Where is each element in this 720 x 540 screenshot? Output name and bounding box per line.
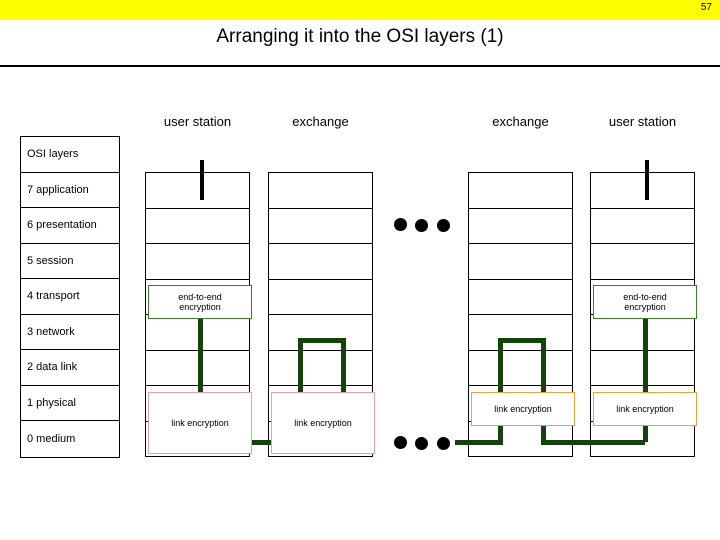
- legend-item-4-transport: 4 transport: [21, 279, 119, 315]
- column-header-exchange-left: exchange: [292, 114, 349, 129]
- osi-layers-legend: OSI layers 7 application 6 presentation …: [20, 136, 120, 458]
- link-path-left-station-vertical: [198, 330, 203, 442]
- cell-layer-4: [269, 280, 372, 315]
- column-header-exchange-right: exchange: [492, 114, 549, 129]
- cell-layer-5: [269, 244, 372, 280]
- page-title: Arranging it into the OSI layers (1): [216, 26, 504, 47]
- e2e-left-line1: end-to-end: [178, 291, 222, 302]
- legend-item-5-session: 5 session: [21, 244, 119, 279]
- cell-layer-3: [269, 315, 372, 351]
- slide-number: 57: [700, 2, 712, 13]
- cell-layer-3: [469, 315, 572, 351]
- ellipsis-dot-upper-3: [437, 219, 450, 232]
- cell-layer-6: [469, 209, 572, 244]
- cell-layer-3: [146, 315, 249, 351]
- cell-layer-7: [146, 173, 249, 209]
- application-stub-right: [645, 160, 649, 200]
- cell-layer-2: [269, 351, 372, 386]
- e2e-right-line1: end-to-end: [623, 291, 667, 302]
- cell-layer-2: [146, 351, 249, 386]
- legend-item-1-physical: 1 physical: [21, 386, 119, 421]
- legend-item-6-presentation: 6 presentation: [21, 208, 119, 244]
- link-path-exchange-right-top: [498, 338, 546, 343]
- link-path-right-station-vertical: [643, 330, 648, 442]
- link-path-exchange-right-bottom-left: [455, 440, 503, 445]
- column-header-user-station-left: user station: [163, 114, 232, 129]
- ellipsis-dot-upper-1: [394, 218, 407, 231]
- link-path-exchange-right-down-2: [541, 338, 546, 442]
- e2e-right-line2: encryption: [624, 302, 666, 312]
- cell-layer-7: [269, 173, 372, 209]
- end-to-end-encryption-label-left: end-to-end encryption: [148, 285, 252, 319]
- legend-item-3-network: 3 network: [21, 315, 119, 350]
- end-to-end-encryption-label-right: end-to-end encryption: [593, 285, 697, 319]
- cell-layer-5: [591, 244, 694, 280]
- link-encryption-label-1: link encryption: [148, 392, 252, 454]
- cell-layer-6: [269, 209, 372, 244]
- cell-layer-6: [146, 209, 249, 244]
- legend-header: OSI layers: [21, 137, 119, 173]
- legend-item-7-application: 7 application: [21, 173, 119, 208]
- stack-exchange-left: [268, 172, 373, 457]
- cell-layer-3: [591, 315, 694, 351]
- link-encryption-label-4: link encryption: [593, 392, 697, 426]
- link-path-exchange-right-bottom-right: [541, 440, 645, 445]
- cell-layer-7: [591, 173, 694, 209]
- header-band: [0, 0, 720, 20]
- e2e-left-line2: encryption: [179, 302, 221, 312]
- legend-item-0-medium: 0 medium: [27, 432, 76, 445]
- cell-layer-6: [591, 209, 694, 244]
- ellipsis-dot-upper-2: [415, 219, 428, 232]
- cell-layer-5: [146, 244, 249, 280]
- title-divider: [0, 65, 720, 67]
- ellipsis-dot-lower-3: [437, 437, 450, 450]
- column-header-user-station-right: user station: [608, 114, 677, 129]
- cell-layer-2: [591, 351, 694, 386]
- ellipsis-dot-lower-1: [394, 436, 407, 449]
- legend-item-2-data-link: 2 data link: [21, 350, 119, 386]
- cell-layer-2: [469, 351, 572, 386]
- cell-layer-5: [469, 244, 572, 280]
- link-path-exchange-left-down-1: [298, 338, 303, 442]
- cell-layer-4: [469, 280, 572, 315]
- link-path-exchange-left-down-2: [341, 338, 346, 442]
- cell-layer-7: [469, 173, 572, 209]
- application-stub-left: [200, 160, 204, 200]
- link-path-exchange-right-down-1: [498, 338, 503, 442]
- link-encryption-label-2: link encryption: [271, 392, 375, 454]
- link-path-exchange-left-top: [298, 338, 346, 343]
- ellipsis-dot-lower-2: [415, 437, 428, 450]
- link-encryption-label-3: link encryption: [471, 392, 575, 426]
